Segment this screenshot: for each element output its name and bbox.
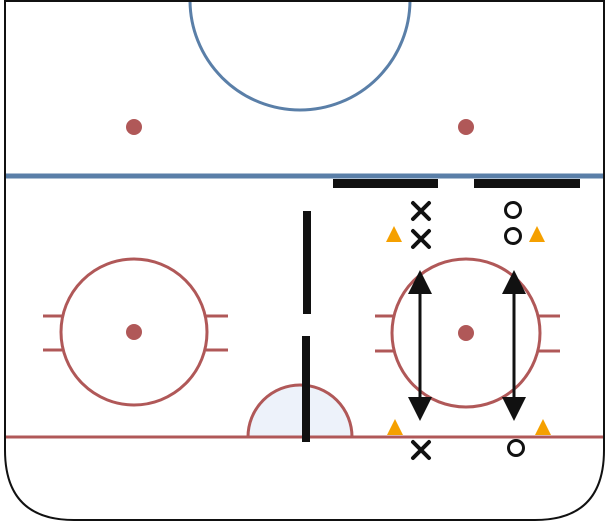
left-faceoff-circle — [43, 257, 228, 407]
left-faceoff-dot — [126, 324, 142, 340]
right-faceoff-dot — [458, 325, 474, 341]
left-vertical-barrier-upper — [303, 211, 311, 314]
x-player-icon — [411, 201, 431, 221]
cone-icon — [535, 419, 551, 435]
goal-crease — [246, 383, 354, 439]
o-player-icon — [507, 439, 525, 457]
x-player-icon — [411, 440, 431, 460]
right-neutral-faceoff-dot — [458, 119, 474, 135]
o-player-icon — [504, 227, 522, 245]
rink-boards — [4, 0, 605, 521]
top-barrier-left — [333, 179, 438, 188]
cone-icon — [529, 226, 545, 242]
o-player-icon — [504, 201, 522, 219]
center-faceoff-circle — [188, 1, 412, 112]
x-player-icon — [411, 229, 431, 249]
top-barrier-right — [474, 179, 580, 188]
left-neutral-faceoff-dot — [126, 119, 142, 135]
right-faceoff-circle — [375, 257, 560, 409]
cone-icon — [387, 419, 403, 435]
left-vertical-barrier-lower — [302, 336, 310, 442]
cone-icon — [386, 226, 402, 242]
